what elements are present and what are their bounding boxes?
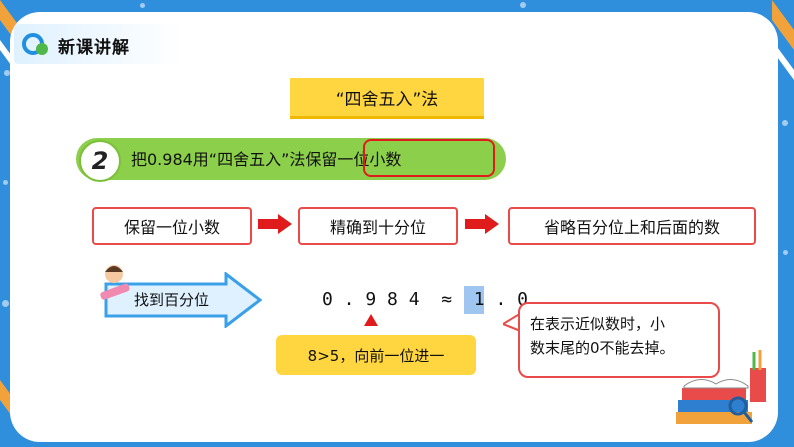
right-arrow-icon [465,214,499,234]
tip-line-1: 在表示近似数时，小 [530,315,666,333]
section-title: 新课讲解 [58,38,130,58]
question-highlight: 保留一位小数 [305,150,402,169]
brand-logo-icon [22,33,48,55]
carry-note: 8>5，向前一位进一 [276,335,476,375]
result-number: 1 . 0 [473,289,528,310]
find-hundredths-label: 找到百分位 [134,291,210,309]
step-omit-hundredths: 省略百分位上和后面的数 [508,207,756,245]
result-digit-highlight [464,286,484,314]
question-highlight-box [363,139,495,177]
original-number: 0 . 9 8 4 [322,289,420,310]
tip-text: 在表示近似数时，小 数末尾的0不能去掉。 [530,312,712,360]
tip-line-2: 数末尾的0不能去掉。 [530,339,675,357]
tip-bubble [518,302,720,378]
right-arrow-icon [258,214,292,234]
up-arrow-icon [364,314,378,326]
step-accurate-tenths: 精确到十分位 [298,207,458,245]
question-text-main: 把0.984用“四舍五入”法 [131,150,306,169]
method-title: “四舍五入”法 [290,78,484,119]
step-keep-one-decimal: 保留一位小数 [92,207,252,245]
snow-dot [2,300,9,307]
snow-dot [140,3,145,8]
question-text: 把0.984用“四舍五入”法保留一位小数 [131,146,401,170]
question-number: 2 [79,140,121,182]
rounding-expression: 0 . 9 8 4 ≈ 1 . 0 [322,289,528,310]
books-decoration-icon [676,350,766,424]
student-pencil-icon [100,265,130,300]
question-bar [76,138,506,180]
snow-dot [783,250,788,255]
snow-dot [3,180,8,185]
find-hundredths-arrow [104,272,263,328]
snow-dot [4,70,10,76]
snow-dot [782,120,788,126]
snow-dot [520,2,526,8]
approx-sign: ≈ [441,289,453,310]
